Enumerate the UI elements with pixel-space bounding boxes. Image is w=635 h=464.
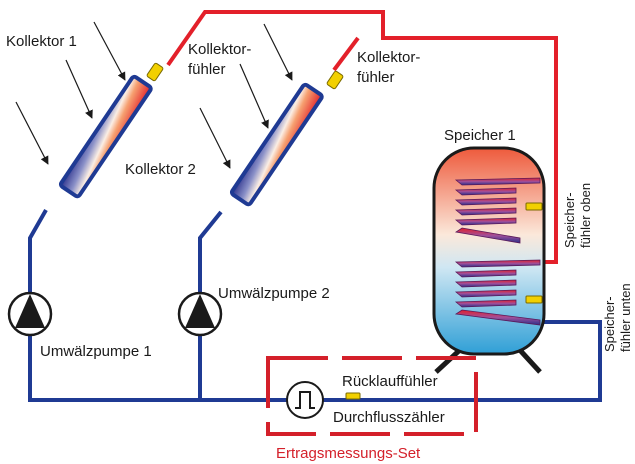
label-flow-meter: Durchflusszähler [333,409,445,426]
sun-ray-arrow [15,101,49,165]
label-collector-2: Kollektor 2 [125,161,196,178]
label-collector-sensor-1-line2: fühler [188,61,226,78]
collector-sensor-1 [146,62,164,82]
label-storage-sensor-top-line1: Speicher- [562,192,577,248]
label-pump-1: Umwälzpumpe 1 [40,343,152,360]
upper-heat-exchanger [454,177,541,244]
label-storage: Speicher 1 [444,127,516,144]
yield-measurement-set [266,356,478,436]
sun-ray-arrow [65,59,93,119]
label-collector-sensor-2-line1: Kollektor- [357,49,420,66]
collector-sensor-2 [326,70,344,90]
storage-sensor-top [525,202,543,211]
label-storage-sensor-bottom-line1: Speicher- [602,296,617,352]
label-storage-sensor-top-line2: fühler oben [578,183,593,248]
label-collector-1: Kollektor 1 [6,33,77,50]
collector-2 [229,82,324,207]
cold-return-pipe-collector2 [198,210,223,400]
return-sensor [345,392,361,400]
pump-1 [7,291,53,337]
tank-leg [516,346,542,374]
label-storage-sensor-bottom-line2: fühler unten [618,283,633,352]
label-yield-set: Ertragsmessungs-Set [276,445,421,462]
sun-ray-arrow [199,107,231,169]
sun-ray-arrow [93,21,126,81]
sun-ray-arrow [263,23,293,81]
flow-meter-icon [286,381,324,419]
hot-flow-pipe-collector2 [332,36,360,72]
yield-set-frame [266,356,478,436]
collector-1 [58,74,153,199]
hot-pipes [166,10,558,264]
hot-flow-pipe-main [166,10,558,264]
pump-2 [177,291,223,337]
storage-sensor-bottom [525,295,543,304]
sun-ray-arrow [239,63,269,129]
label-collector-sensor-1-line1: Kollektor- [188,41,251,58]
lower-heat-exchanger [454,259,541,326]
label-collector-sensor-2-line2: fühler [357,69,395,86]
label-return-sensor: Rücklauffühler [342,373,438,390]
label-pump-2: Umwälzpumpe 2 [218,285,330,302]
sun-rays [15,21,293,169]
